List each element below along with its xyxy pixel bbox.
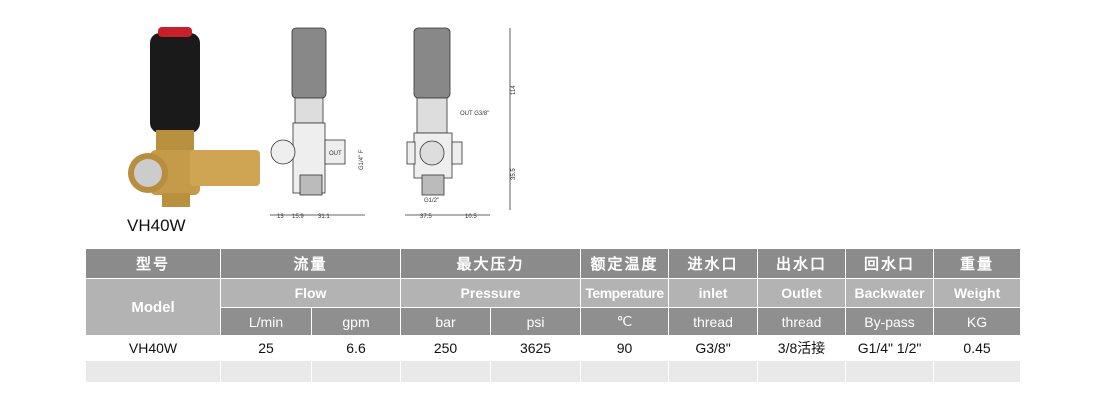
empty-cell: [757, 360, 847, 383]
header-pressure-cn: 最大压力: [400, 248, 582, 279]
unit-celsius: ℃: [580, 307, 670, 336]
header-inlet: inlet: [668, 278, 759, 308]
header-backwater: Backwater: [845, 278, 935, 308]
unit-outlet-thread: thread: [757, 307, 847, 336]
header-inlet-cn: 进水口: [668, 248, 759, 279]
spec-table: 型号 流量 最大压力 额定温度 进水口 出水口 回水口 重量 Model Flo…: [85, 248, 1022, 383]
unit-kg: KG: [933, 307, 1022, 336]
product-caption: VH40W: [127, 216, 186, 235]
unit-bypass: By-pass: [845, 307, 935, 336]
cell-gpm: 6.6: [310, 335, 402, 361]
front-view-drawing: 13 15.9 31.1 OUT G1/4" F: [270, 27, 365, 220]
out-thread-label: OUT G3/8": [460, 111, 489, 117]
unit-bar: bar: [400, 307, 492, 336]
header-backwater-cn: 回水口: [845, 248, 935, 279]
dim-37-5: 37.5: [420, 214, 432, 220]
product-photo: [128, 27, 260, 207]
empty-row: [85, 360, 1022, 383]
header-model: Model: [85, 278, 221, 336]
dim-114: 114: [511, 85, 517, 95]
header-row-chinese: 型号 流量 最大压力 额定温度 进水口 出水口 回水口 重量: [85, 248, 1022, 279]
cell-weight: 0.45: [933, 335, 1022, 361]
header-weight-cn: 重量: [933, 248, 1022, 279]
header-weight: Weight: [933, 278, 1022, 308]
unit-inlet-thread: thread: [668, 307, 759, 336]
empty-cell: [220, 360, 312, 383]
table-row: VH40W 25 6.6 250 3625 90 G3/8" 3/8活接 G1/…: [85, 335, 1022, 361]
empty-cell: [933, 360, 1022, 383]
cell-inlet: G3/8": [668, 335, 759, 361]
cell-temperature: 90: [580, 335, 670, 361]
dim-15-9: 15.9: [292, 214, 304, 220]
cell-lmin: 25: [220, 335, 312, 361]
header-flow-cn: 流量: [219, 248, 402, 279]
inlet-label: G1/2": [424, 198, 439, 204]
dim-10-5: 10.5: [465, 214, 477, 220]
header-temperature-cn: 额定温度: [580, 248, 670, 279]
dim-31-1: 31.1: [318, 214, 330, 220]
dim-13: 13: [277, 214, 284, 220]
header-model-cn: 型号: [85, 248, 221, 279]
cell-backwater: G1/4" 1/2": [845, 335, 935, 361]
thread-label: G1/4" F: [359, 149, 365, 170]
cell-bar: 250: [400, 335, 492, 361]
empty-cell: [85, 360, 221, 383]
empty-cell: [400, 360, 492, 383]
empty-cell: [845, 360, 935, 383]
header-pressure: Pressure: [400, 278, 582, 308]
header-outlet-cn: 出水口: [757, 248, 847, 279]
cell-outlet: 3/8活接: [757, 335, 847, 361]
header-row-units: L/min gpm bar psi ℃ thread thread By-pas…: [86, 307, 1022, 336]
cell-model: VH40W: [85, 335, 221, 361]
unit-psi: psi: [490, 307, 582, 336]
empty-cell: [668, 360, 759, 383]
header-flow: Flow: [219, 278, 402, 308]
unit-gpm: gpm: [310, 307, 402, 336]
header-temperature: Temperature: [580, 278, 670, 308]
header-outlet: Outlet: [757, 278, 847, 308]
cell-psi: 3625: [490, 335, 582, 361]
empty-cell: [490, 360, 582, 383]
unit-lmin: L/min: [220, 307, 312, 336]
empty-cell: [580, 360, 670, 383]
header-row-english: Model Flow Pressure Temperature inlet Ou…: [85, 278, 1022, 336]
empty-cell: [310, 360, 402, 383]
out-label: OUT: [329, 151, 342, 157]
dim-35-5: 35.5: [511, 168, 517, 180]
side-view-drawing: 114 35.5 OUT G3/8" G1/2" 37.5 10.5: [405, 27, 517, 220]
